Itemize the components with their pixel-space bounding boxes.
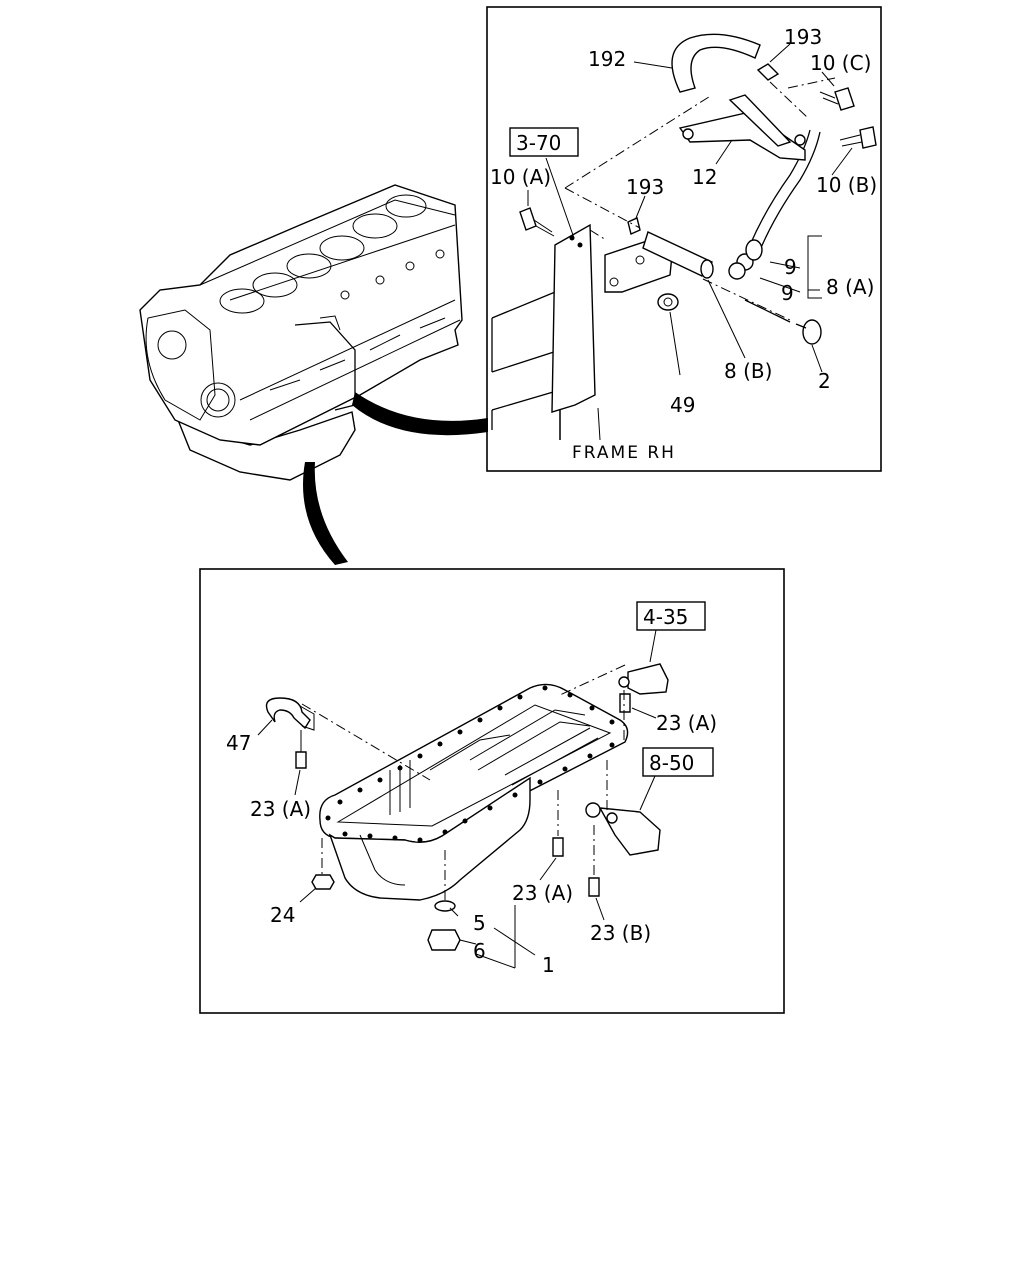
oil-pan-detail-frame — [199, 568, 785, 1014]
ref-box-4-35 — [636, 601, 706, 631]
callout-23a-right-top: 23 (A) — [656, 711, 717, 735]
callout-23a-left: 23 (A) — [250, 797, 311, 821]
ref-box-8-50 — [642, 747, 714, 777]
leader-lines-bottom — [257, 629, 657, 969]
callout-5: 5 — [473, 911, 486, 935]
callout-47: 47 — [226, 731, 251, 755]
callout-193-upper: 193 — [784, 25, 822, 49]
oil-pan-illustration — [265, 663, 669, 951]
leader-lines-top — [527, 43, 853, 441]
pointer-arrow-top — [352, 392, 488, 436]
engine-block-illustration — [139, 184, 463, 481]
callout-8a: 8 (A) — [826, 275, 874, 299]
callout-23a-center: 23 (A) — [512, 881, 573, 905]
callout-10c: 10 (C) — [810, 51, 871, 75]
callout-1: 1 — [542, 953, 555, 977]
callout-9-upper: 9 — [784, 255, 797, 279]
ref-box-3-70 — [509, 127, 579, 157]
callout-24: 24 — [270, 903, 295, 927]
frame-rh-label: FRAME RH — [572, 443, 676, 463]
ref-3-70: 3-70 — [516, 131, 561, 155]
dipstick-detail-frame — [486, 6, 882, 472]
callout-192: 192 — [588, 47, 626, 71]
ref-4-35: 4-35 — [643, 605, 688, 629]
pointer-arrow-bottom — [303, 462, 348, 565]
callout-6: 6 — [473, 939, 486, 963]
callout-labels: 192 193 10 (C) 3-70 12 10 (A) 193 10 (B)… — [226, 25, 877, 977]
callout-193-lower: 193 — [626, 175, 664, 199]
callout-9-lower: 9 — [781, 281, 794, 305]
callout-12: 12 — [692, 165, 717, 189]
ref-8-50: 8-50 — [649, 751, 694, 775]
callout-8b: 8 (B) — [724, 359, 772, 383]
callout-49: 49 — [670, 393, 695, 417]
callout-10b: 10 (B) — [816, 173, 877, 197]
callout-2: 2 — [818, 369, 831, 393]
callout-23b: 23 (B) — [590, 921, 651, 945]
callout-10a-top: 10 (A) — [490, 165, 551, 189]
dipstick-detail-illustration — [491, 33, 877, 440]
